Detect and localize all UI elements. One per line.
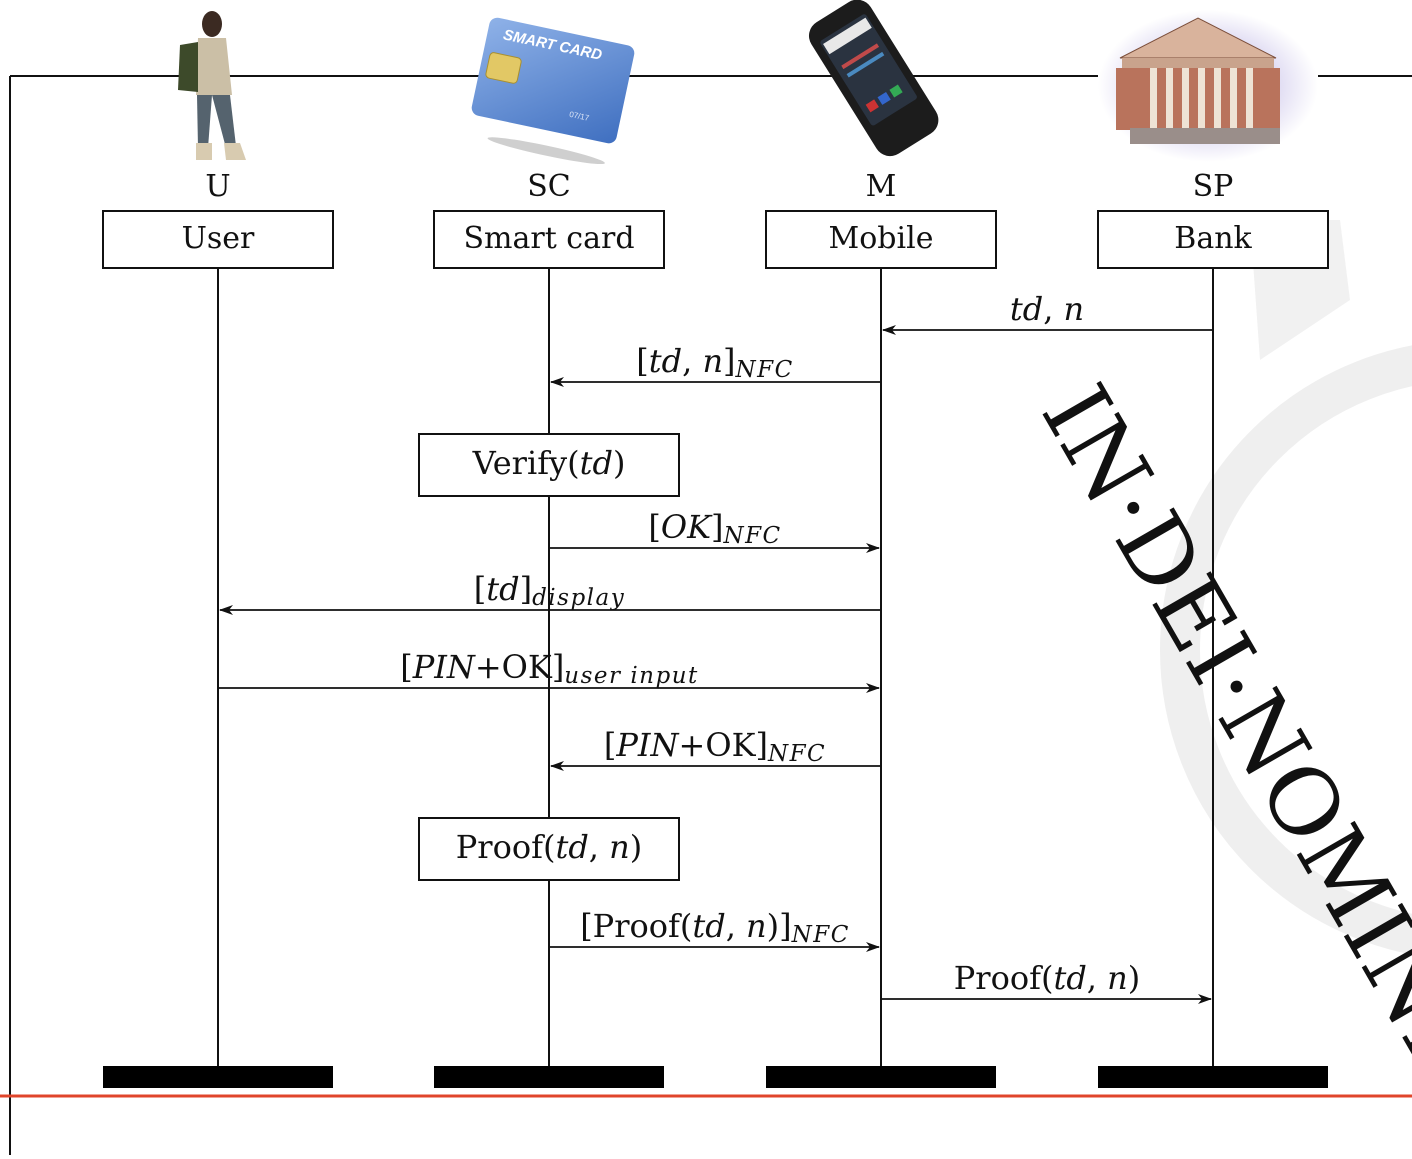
action-label-part: Verify( <box>472 444 580 482</box>
message-5: [PIN+OK]user input <box>218 648 880 693</box>
message-label-part: ] <box>711 508 723 546</box>
message-8: Proof(td, n) <box>881 959 1212 1004</box>
actor-u: U User <box>102 169 334 1066</box>
actor-label: Smart card <box>463 221 634 256</box>
message-label-part: , <box>726 907 746 945</box>
message-label: [PIN+OK]NFC <box>604 726 826 767</box>
message-label-part: td <box>486 570 519 608</box>
message-label-part: [ <box>400 648 412 686</box>
message-label-part: [ <box>604 726 616 764</box>
message-2: [td, n]NFC <box>550 342 881 387</box>
message-label-part: [Proof( <box>580 907 692 945</box>
message-label: [td]display <box>474 570 625 611</box>
bank-building-icon <box>1098 10 1318 162</box>
message-label-part: td <box>1010 290 1043 328</box>
message-label-part: display <box>532 585 625 611</box>
action-label: Verify(td) <box>472 444 626 482</box>
message-label-part: ) <box>1128 959 1140 997</box>
message-label-part: [ <box>474 570 486 608</box>
lifeline-terminator <box>1098 1066 1328 1088</box>
message-label: td, n <box>1010 290 1084 328</box>
message-label-part: Proof( <box>954 959 1054 997</box>
message-label-part: user input <box>564 663 698 689</box>
actor-symbol: SC <box>527 169 571 204</box>
message-label-part: n <box>1064 290 1085 328</box>
message-label-part: ] <box>520 570 532 608</box>
smartphone-icon <box>808 0 939 157</box>
message-label-part: ] <box>723 342 735 380</box>
message-label-part: n <box>746 907 767 945</box>
message-label: [OK]NFC <box>648 508 781 549</box>
smart-card-icon: SMART CARD 07/17 <box>471 17 635 165</box>
message-label-part: +OK] <box>679 726 768 764</box>
message-label-part: +OK] <box>475 648 564 686</box>
action-frame <box>418 817 680 881</box>
message-label-part: PIN <box>412 648 476 686</box>
message-label-part: NFC <box>722 523 781 549</box>
action-label-part: td <box>555 828 588 866</box>
message-1: td, n <box>882 290 1213 335</box>
message-6: [PIN+OK]NFC <box>550 726 881 771</box>
action-label: Proof(td, n) <box>456 828 642 866</box>
message-label-part: PIN <box>615 726 679 764</box>
message-label-part: NFC <box>767 741 826 767</box>
message-label-part: , <box>1087 959 1107 997</box>
action-box: Verify(td) <box>418 433 680 497</box>
message-label-part: n <box>1107 959 1128 997</box>
message-3: [OK]NFC <box>549 508 880 553</box>
actor-box <box>1097 210 1329 269</box>
message-label-part: )] <box>767 907 792 945</box>
message-label-part: td <box>649 342 682 380</box>
card-expiry-text: 07/17 <box>568 110 590 123</box>
actor-label: Bank <box>1174 221 1252 256</box>
action-label-part: Proof( <box>456 828 556 866</box>
lifeline-terminator <box>766 1066 996 1088</box>
actor-box <box>102 210 334 269</box>
message-label: [Proof(td, n)]NFC <box>580 907 850 948</box>
message-label-part: [ <box>648 508 660 546</box>
actor-symbol: SP <box>1193 169 1234 204</box>
action-label-part: n <box>609 828 630 866</box>
action-frame <box>418 433 680 497</box>
message-label-part: td <box>692 907 725 945</box>
action-label-part: td <box>580 444 613 482</box>
actor-symbol: M <box>866 169 897 204</box>
message-label-part: OK <box>661 508 713 546</box>
message-label: [PIN+OK]user input <box>400 648 699 689</box>
actor-m: M Mobile <box>765 169 997 1066</box>
actor-sc: SC Smart card <box>433 169 665 1066</box>
actor-label: Mobile <box>829 221 934 256</box>
message-label-part: [ <box>636 342 648 380</box>
actor-box <box>765 210 997 269</box>
message-label: [td, n]NFC <box>636 342 793 383</box>
action-box: Proof(td, n) <box>418 817 680 881</box>
lifeline-terminator <box>434 1066 664 1088</box>
message-label-part: td <box>1053 959 1086 997</box>
message-label-part: , <box>1043 290 1063 328</box>
student-with-phone-icon <box>178 11 246 160</box>
action-label-part: ) <box>613 444 625 482</box>
action-label-part: , <box>589 828 609 866</box>
message-label: Proof(td, n) <box>954 959 1140 997</box>
action-label-part: ) <box>630 828 642 866</box>
actor-label: User <box>182 221 255 256</box>
actor-sp: SP Bank <box>1097 169 1329 1066</box>
message-7: [Proof(td, n)]NFC <box>549 907 880 952</box>
message-4: [td]display <box>219 570 881 615</box>
message-label-part: , <box>682 342 702 380</box>
message-label-part: NFC <box>735 357 794 383</box>
actor-box <box>433 210 665 269</box>
message-label-part: n <box>702 342 723 380</box>
message-label-part: NFC <box>791 922 850 948</box>
actor-symbol: U <box>205 169 230 204</box>
lifeline-terminator <box>103 1066 333 1088</box>
